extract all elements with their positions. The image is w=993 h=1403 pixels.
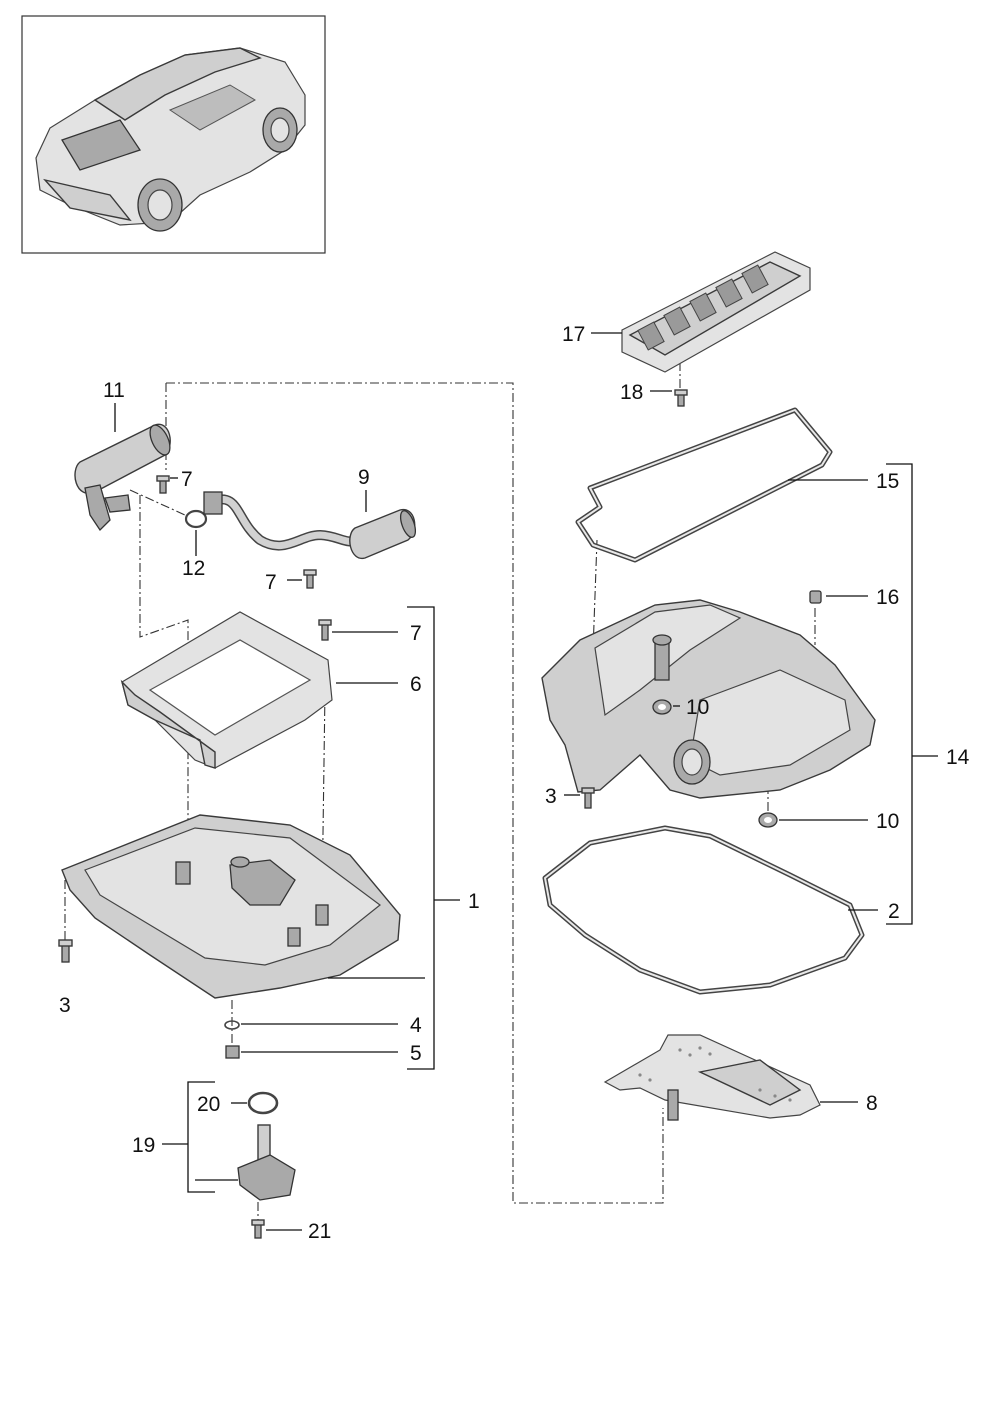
callout-19: 19 bbox=[132, 1134, 155, 1157]
callout-10: 10 bbox=[876, 810, 899, 833]
callout-6: 6 bbox=[410, 673, 422, 696]
callout-8: 8 bbox=[866, 1092, 878, 1115]
callout-5: 5 bbox=[410, 1042, 422, 1065]
lower-gasket bbox=[542, 825, 865, 995]
callout-20: 20 bbox=[197, 1093, 220, 1116]
callout-7: 7 bbox=[410, 622, 422, 645]
callout-17: 17 bbox=[562, 323, 585, 346]
upper-oil-sump bbox=[541, 599, 876, 799]
car-rear-three-quarter-icon bbox=[35, 47, 306, 232]
sump-frame bbox=[120, 611, 333, 769]
callout-15: 15 bbox=[876, 470, 899, 493]
callout-4: 4 bbox=[410, 1014, 422, 1037]
callout-7: 7 bbox=[265, 571, 277, 594]
callout-2: 2 bbox=[888, 900, 900, 923]
o-ring bbox=[184, 509, 208, 529]
vehicle-thumbnail bbox=[21, 15, 326, 254]
lower-oil-sump bbox=[61, 814, 401, 999]
callout-10: 10 bbox=[686, 696, 709, 719]
callout-3: 3 bbox=[545, 785, 557, 808]
hardware bbox=[58, 389, 822, 1239]
callout-labels: 11 7 9 12 7 7 6 1 3 4 5 20 19 21 17 18 1… bbox=[59, 323, 970, 1243]
callout-7: 7 bbox=[181, 468, 193, 491]
callout-18: 18 bbox=[620, 381, 643, 404]
leader-lines bbox=[114, 332, 938, 1231]
callout-14: 14 bbox=[946, 746, 970, 769]
callout-12: 12 bbox=[182, 557, 205, 580]
oil-separator bbox=[74, 423, 171, 532]
shield-plate bbox=[603, 1034, 821, 1121]
oil-baffle-plate bbox=[621, 251, 811, 373]
upper-gasket bbox=[575, 407, 833, 563]
breather-hose bbox=[203, 491, 417, 559]
callout-1: 1 bbox=[468, 890, 480, 913]
callout-16: 16 bbox=[876, 586, 899, 609]
callout-3: 3 bbox=[59, 994, 71, 1017]
callout-11: 11 bbox=[103, 379, 125, 402]
callout-21: 21 bbox=[308, 1220, 331, 1243]
callout-9: 9 bbox=[358, 466, 370, 489]
